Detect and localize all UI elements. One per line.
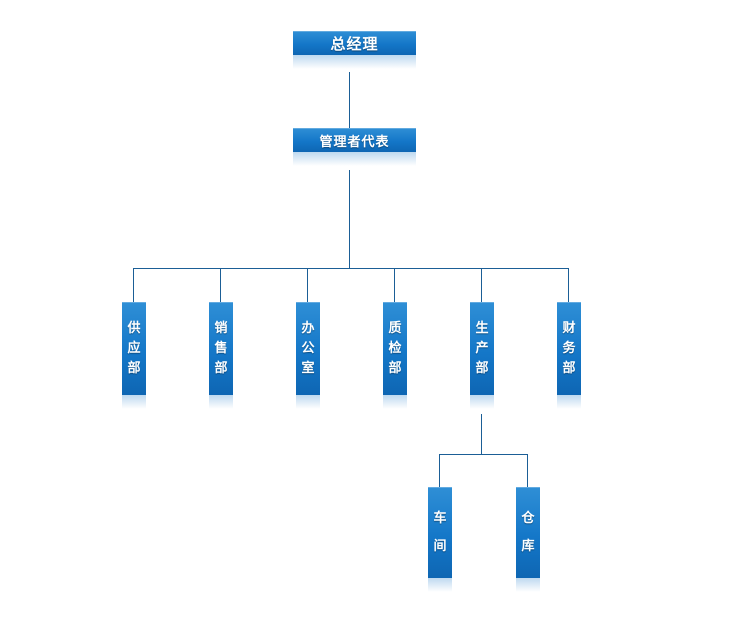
node-label: 总经理 (330, 34, 379, 53)
node-dept-production: 生产部 (470, 302, 494, 409)
node-label: 办公室 (301, 320, 315, 376)
node-management-representative: 管理者代表 (293, 128, 416, 166)
node-unit-warehouse: 仓库 (516, 487, 540, 592)
node-label: 财务部 (562, 320, 576, 376)
node-label: 车间 (433, 510, 447, 554)
node-dept-sales: 销售部 (209, 302, 233, 409)
node-unit-workshop: 车间 (428, 487, 452, 592)
node-dept-office: 办公室 (296, 302, 320, 409)
node-label: 管理者代表 (319, 134, 390, 150)
node-dept-quality: 质检部 (383, 302, 407, 409)
node-label: 质检部 (388, 320, 402, 376)
node-general-manager: 总经理 (293, 31, 416, 69)
node-label: 销售部 (214, 320, 228, 376)
node-label: 仓库 (521, 510, 535, 554)
node-dept-finance: 财务部 (557, 302, 581, 409)
node-label: 供应部 (127, 320, 141, 376)
node-dept-supply: 供应部 (122, 302, 146, 409)
node-label: 生产部 (475, 320, 489, 376)
